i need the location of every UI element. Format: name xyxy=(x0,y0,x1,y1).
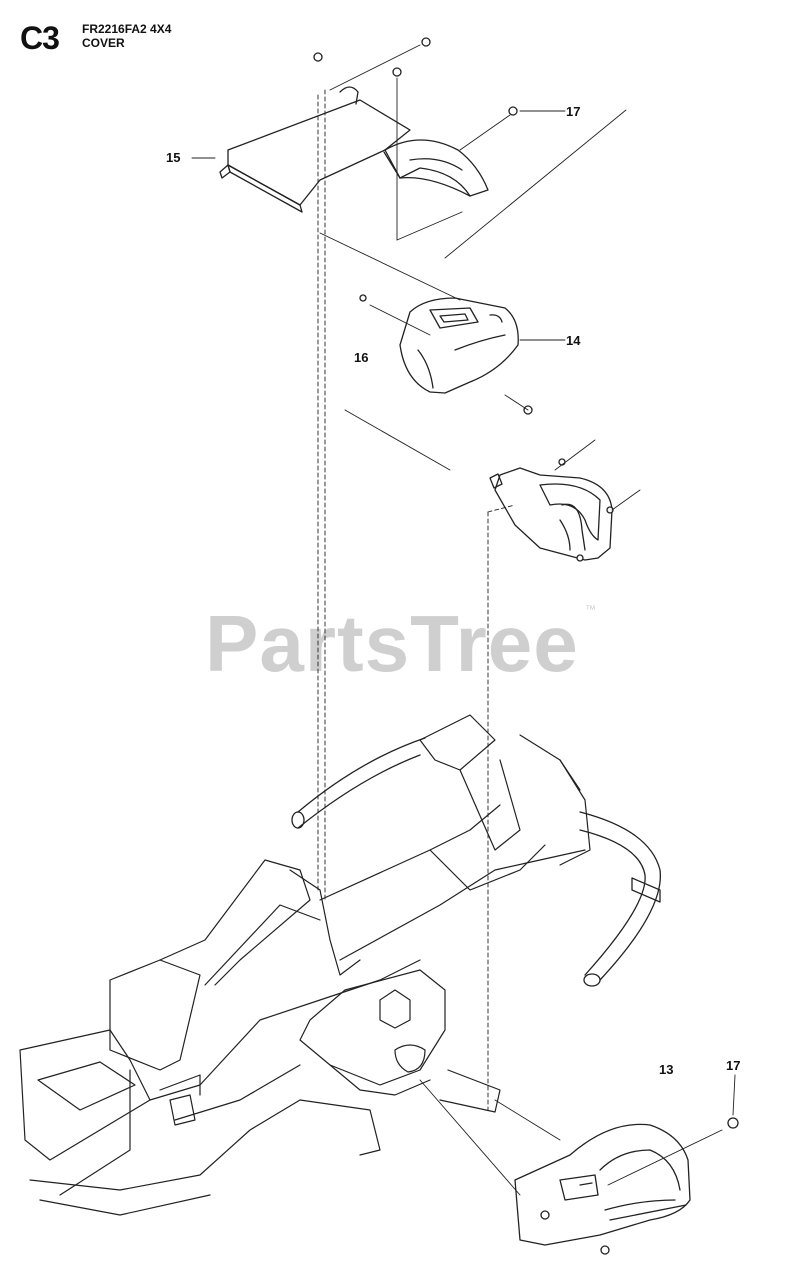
callout-16: 16 xyxy=(354,350,369,365)
callout-13: 13 xyxy=(659,1062,674,1077)
diagram-title: COVER xyxy=(82,36,125,50)
callout-17-bottom: 17 xyxy=(726,1058,741,1073)
section-code: C3 xyxy=(20,20,60,56)
part-14-cover xyxy=(399,297,519,394)
watermark-trademark: ™ xyxy=(585,604,596,616)
assembly-lines xyxy=(317,89,516,1111)
part-15-top-cover xyxy=(219,86,489,213)
callout-14: 14 xyxy=(566,333,581,348)
callout-17-top: 17 xyxy=(566,104,581,119)
callout-15: 15 xyxy=(166,150,181,165)
model-number: FR2216FA2 4X4 xyxy=(82,22,172,36)
leader-lines xyxy=(191,44,736,1196)
part-13-lower-cover xyxy=(514,1123,691,1246)
tubes xyxy=(291,737,661,987)
bracket-part xyxy=(489,467,613,561)
frame-chassis xyxy=(19,714,591,1216)
watermark: PartsTree xyxy=(205,599,579,688)
fasteners xyxy=(313,37,739,1255)
